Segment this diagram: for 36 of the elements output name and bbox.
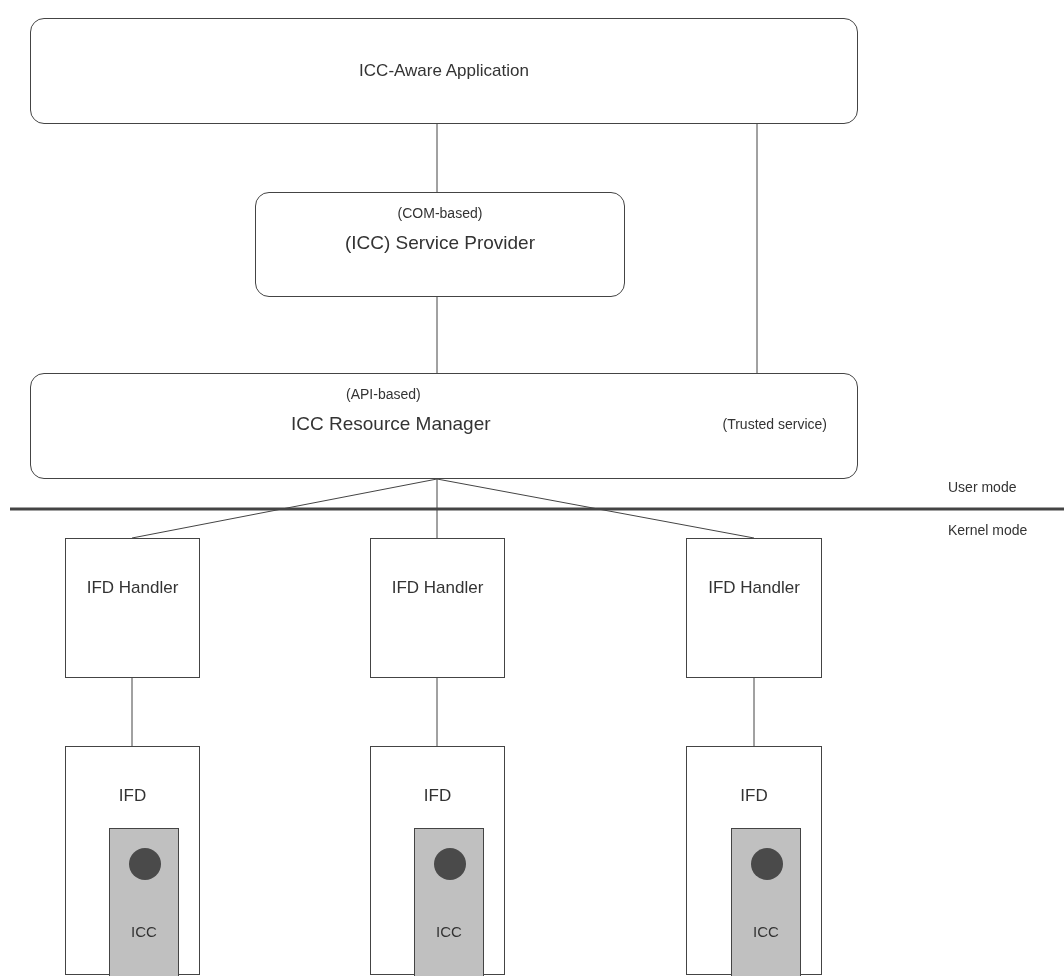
connector-line: [436, 677, 438, 747]
connector-line: [436, 123, 438, 193]
mode-label: User mode: [948, 478, 1017, 497]
node-text: (API-based): [346, 385, 421, 404]
process-box: [30, 18, 858, 124]
component-box: [65, 746, 200, 975]
node-text: (COM-based): [396, 204, 484, 223]
node-text: IFD: [117, 785, 148, 807]
chip-card: [731, 828, 801, 976]
node-text: ICC: [130, 922, 158, 942]
node-text: IFD Handler: [86, 577, 179, 599]
node-text: IFD Handler: [391, 577, 484, 599]
component-box: [370, 538, 505, 678]
component-box: [370, 746, 505, 975]
mode-label: Kernel mode: [948, 521, 1028, 540]
chip-card: [109, 828, 179, 976]
connector-line: [436, 478, 438, 539]
node-text: ICC Resource Manager: [291, 412, 491, 436]
connector-line: [756, 123, 758, 374]
node-text: (ICC) Service Provider: [343, 231, 536, 255]
node-text: ICC: [435, 922, 463, 942]
node-text: IFD Handler: [707, 577, 801, 599]
node-text: ICC: [752, 922, 780, 942]
connector-line: [436, 296, 438, 374]
chip-card: [414, 828, 484, 976]
process-box: [30, 373, 858, 479]
node-text: IFD: [422, 785, 453, 807]
component-box: [686, 746, 822, 975]
connector-line: [753, 677, 755, 747]
component-box: [686, 538, 822, 678]
node-text: (Trusted service): [722, 415, 827, 434]
node-text: ICC-Aware Application: [358, 60, 530, 83]
component-box: [65, 538, 200, 678]
connector-line: [131, 677, 133, 747]
process-box: [255, 192, 625, 297]
node-text: IFD: [739, 785, 769, 807]
